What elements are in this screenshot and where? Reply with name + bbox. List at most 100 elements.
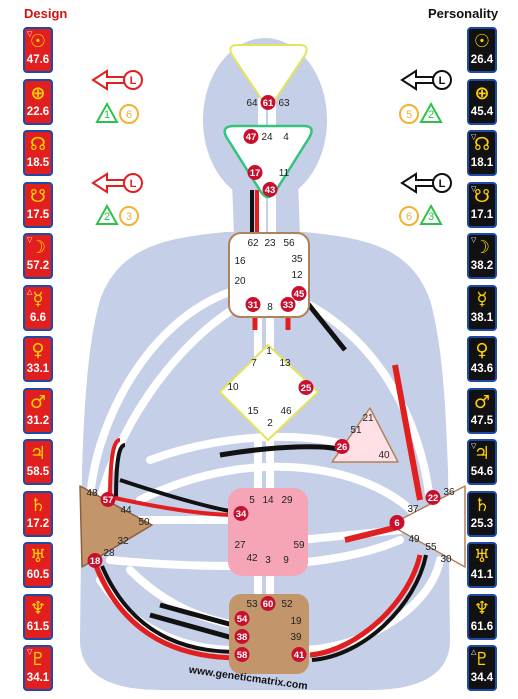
gate-55-label[interactable]: 55 [425, 542, 437, 553]
personality-planet-cell[interactable]: △♇34.4 [467, 645, 497, 691]
gate-35-label[interactable]: 35 [291, 254, 303, 265]
personality-planet-cell[interactable]: ▽☊18.1 [467, 130, 497, 176]
gate-46-label[interactable]: 46 [280, 406, 292, 417]
gate-53-label[interactable]: 53 [246, 599, 258, 610]
design-planet-cell[interactable]: ♃58.5 [23, 439, 53, 485]
gate-36-label[interactable]: 36 [443, 487, 455, 498]
planet-icon: ☽ [29, 237, 47, 258]
gate-41-label[interactable]: 41 [294, 650, 305, 661]
gate-40-label[interactable]: 40 [378, 450, 390, 461]
gate-57-label[interactable]: 57 [103, 495, 114, 506]
gate-15-label[interactable]: 15 [247, 406, 259, 417]
gate-21-label[interactable]: 21 [362, 413, 374, 424]
gate-9-label[interactable]: 9 [283, 555, 289, 566]
gate-45-label[interactable]: 45 [294, 289, 305, 300]
gate-2-label[interactable]: 2 [267, 418, 273, 429]
gate-44-label[interactable]: 44 [120, 505, 132, 516]
gate-38-label[interactable]: 38 [237, 632, 248, 643]
design-planet-cell[interactable]: ☋17.5 [23, 181, 53, 228]
gate-23-label[interactable]: 23 [264, 238, 276, 249]
gate-28-label[interactable]: 28 [103, 548, 115, 559]
gate-29-label[interactable]: 29 [281, 495, 293, 506]
gate-49-label[interactable]: 49 [408, 534, 420, 545]
gate-39-label[interactable]: 39 [290, 632, 302, 643]
gate-56-label[interactable]: 56 [283, 238, 295, 249]
gate-33-label[interactable]: 33 [283, 300, 294, 311]
variable-arrow-icon: L [91, 69, 143, 91]
gate-54-label[interactable]: 54 [237, 614, 248, 625]
gate-48-label[interactable]: 48 [86, 488, 98, 499]
gate-62-label[interactable]: 62 [247, 238, 259, 249]
gate-20-label[interactable]: 20 [234, 276, 246, 287]
design-planet-cell[interactable]: ⊕22.6 [23, 78, 53, 125]
gate-34-label[interactable]: 34 [236, 509, 247, 520]
gate-60-label[interactable]: 60 [263, 599, 274, 610]
gate-11-label[interactable]: 11 [279, 168, 290, 179]
gate-4-label[interactable]: 4 [283, 132, 289, 143]
design-planet-cell[interactable]: ▽♇34.1 [23, 645, 53, 691]
gate-3-label[interactable]: 3 [265, 555, 271, 566]
personality-planet-cell[interactable]: ☿38.1 [467, 284, 497, 331]
personality-planet-cell[interactable]: ⊕45.4 [467, 78, 497, 125]
gate-10-label[interactable]: 10 [227, 382, 239, 393]
gate-13-label[interactable]: 13 [279, 358, 291, 369]
gate-5-label[interactable]: 5 [249, 495, 255, 506]
gate-61-label[interactable]: 61 [263, 98, 274, 109]
design-planet-cell[interactable]: ♅60.5 [23, 542, 53, 588]
gate-7-label[interactable]: 7 [251, 358, 257, 369]
gate-line-value: 38.2 [470, 260, 494, 272]
gate-line-value: 45.4 [470, 105, 494, 118]
personality-planet-cell[interactable]: ▽♃54.6 [467, 439, 497, 485]
personality-planet-cell[interactable]: ♄25.3 [467, 490, 497, 537]
gate-63-label[interactable]: 63 [278, 98, 290, 109]
gate-64-label[interactable]: 64 [246, 98, 258, 109]
design-planet-cell[interactable]: ♀33.1 [23, 336, 53, 382]
design-planet-cell[interactable]: ▽☽57.2 [23, 233, 53, 279]
gate-37-label[interactable]: 37 [407, 504, 419, 515]
personality-planet-cell[interactable]: ♅41.1 [467, 542, 497, 588]
gate-26-label[interactable]: 26 [337, 442, 348, 453]
personality-planet-cell[interactable]: ♂47.5 [467, 387, 497, 434]
gate-54-dot [234, 611, 250, 626]
gate-1-label[interactable]: 1 [266, 346, 272, 357]
gate-43-label[interactable]: 43 [265, 185, 276, 196]
gate-19-label[interactable]: 19 [290, 616, 302, 627]
gate-42-label[interactable]: 42 [246, 553, 258, 564]
gate-22-label[interactable]: 22 [428, 493, 439, 504]
gate-line-value: 34.1 [26, 672, 50, 684]
gate-30-label[interactable]: 30 [440, 554, 452, 565]
gate-25-label[interactable]: 25 [301, 383, 312, 394]
personality-planet-cell[interactable]: ▽☽38.2 [467, 233, 497, 279]
gate-24-label[interactable]: 24 [261, 132, 273, 143]
gate-27-label[interactable]: 27 [234, 540, 246, 551]
gate-16-label[interactable]: 16 [234, 256, 246, 267]
personality-planet-cell[interactable]: ☉26.4 [467, 27, 497, 73]
gate-50-label[interactable]: 50 [138, 517, 150, 528]
personality-planet-cell[interactable]: ♆61.6 [467, 593, 497, 640]
design-planet-cell[interactable]: △☿6.6 [23, 284, 53, 331]
gate-8-label[interactable]: 8 [267, 302, 273, 313]
gate-52-label[interactable]: 52 [281, 599, 293, 610]
variable-marker-icon [119, 206, 139, 226]
gate-59-label[interactable]: 59 [293, 540, 305, 551]
design-planet-cell[interactable]: ☊18.5 [23, 130, 53, 176]
design-planet-cell[interactable]: ♄17.2 [23, 490, 53, 537]
gate-58-label[interactable]: 58 [237, 650, 248, 661]
gate-31-label[interactable]: 31 [248, 300, 259, 311]
personality-planet-cell[interactable]: ▽☋17.1 [467, 181, 497, 228]
design-planet-cell[interactable]: ♂31.2 [23, 387, 53, 434]
personality-header: Personality [428, 6, 499, 21]
gate-32-label[interactable]: 32 [117, 536, 129, 547]
gate-17-label[interactable]: 17 [250, 168, 261, 179]
gate-line-value: 43.6 [470, 363, 494, 375]
design-planet-cell[interactable]: ♆61.5 [23, 593, 53, 640]
gate-47-label[interactable]: 47 [246, 132, 257, 143]
gate-6-label[interactable]: 6 [394, 518, 399, 529]
gate-51-label[interactable]: 51 [350, 425, 362, 436]
gate-14-label[interactable]: 14 [262, 495, 274, 506]
design-planet-cell[interactable]: ▽☉47.6 [23, 27, 53, 73]
exaltation-mark: ▽ [27, 237, 33, 244]
gate-12-label[interactable]: 12 [291, 270, 303, 281]
gate-18-label[interactable]: 18 [90, 556, 101, 567]
personality-planet-cell[interactable]: ♀43.6 [467, 336, 497, 382]
